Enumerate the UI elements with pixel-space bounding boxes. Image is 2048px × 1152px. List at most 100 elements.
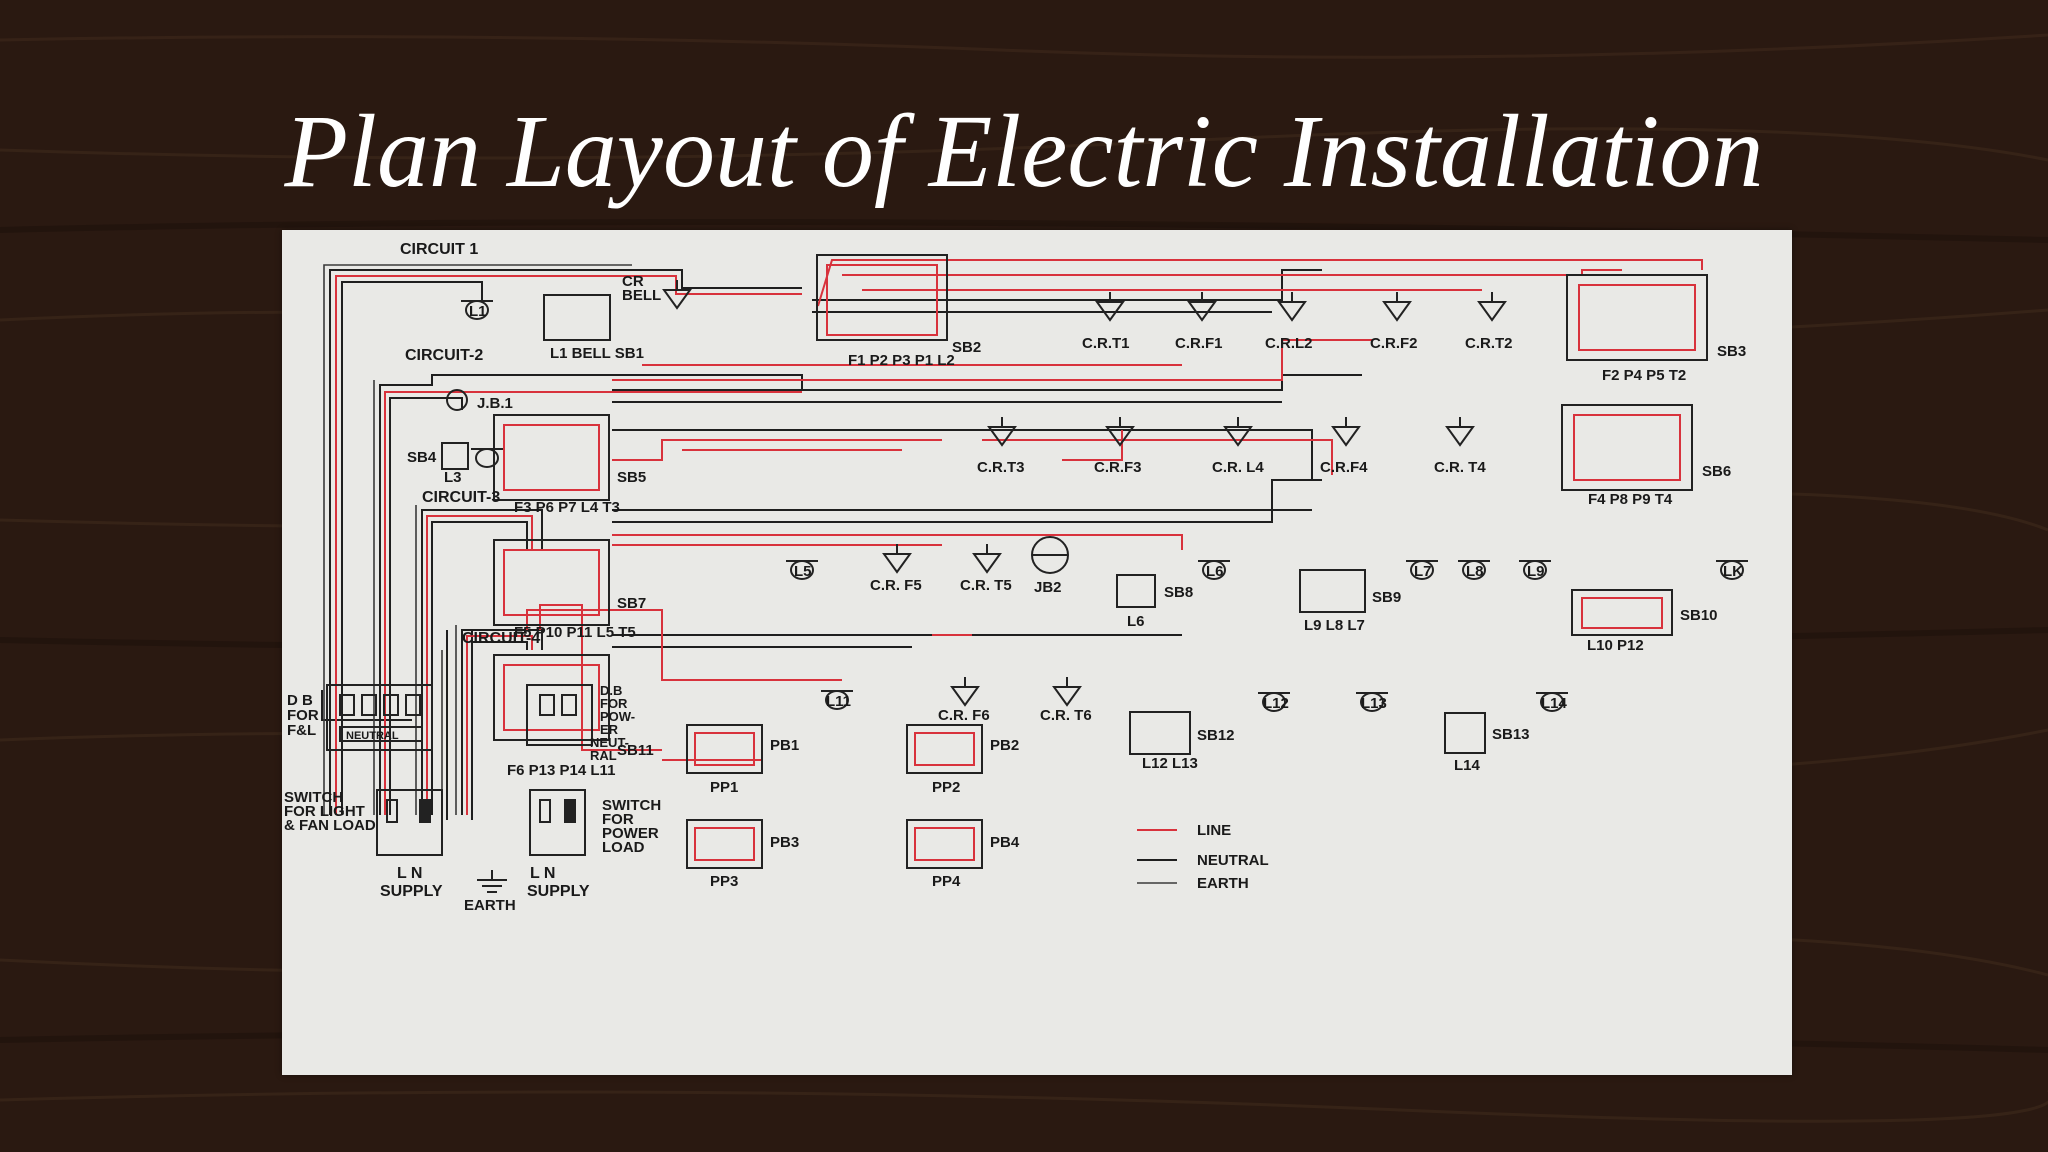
legend-earth-label: EARTH <box>1197 875 1249 892</box>
db-power-label-2: FOR <box>600 696 628 711</box>
db-power <box>526 684 593 746</box>
crf5-label: C.R. F5 <box>870 577 922 594</box>
switchboard-sb7 <box>493 539 610 626</box>
supply-2-ln: L N <box>530 865 555 882</box>
switchboard-sb6-inner <box>1573 414 1681 481</box>
cr-bell-label-2: BELL <box>622 287 661 304</box>
pp3-label: PP3 <box>710 873 738 890</box>
sb2-fuse-labels: F1 P2 P3 P1 L2 <box>848 352 955 369</box>
sb7-label: SB7 <box>617 595 646 612</box>
crt4-label: C.R. T4 <box>1434 459 1486 476</box>
l7-label: L7 <box>1414 563 1432 580</box>
lamp-l1-label: L1 <box>469 303 487 320</box>
sb4-label: SB4 <box>407 449 437 466</box>
sb8-label: SB8 <box>1164 584 1193 601</box>
l9-label: L9 <box>1527 563 1545 580</box>
sb7-fuse-labels: F5 P10 P11 L5 T5 <box>514 624 636 641</box>
switchboard-sb11 <box>493 654 610 741</box>
crt2-label: C.R.T2 <box>1465 335 1513 352</box>
switchboard-sb1 <box>543 294 611 341</box>
sb3-label: SB3 <box>1717 343 1746 360</box>
l14-switch-label: L14 <box>1454 757 1481 774</box>
power-board-pb3 <box>686 819 763 869</box>
switchboard-sb7-inner <box>503 549 600 616</box>
pp1-label: PP1 <box>710 779 738 796</box>
switchboard-sb6 <box>1561 404 1693 491</box>
switchboard-sb5 <box>493 414 610 501</box>
crf3-label: C.R.F3 <box>1094 459 1142 476</box>
l12-label: L12 <box>1263 695 1289 712</box>
sb9-fuse-labels: L9 L8 L7 <box>1304 617 1365 634</box>
switchboard-sb5-inner <box>503 424 600 491</box>
main-switch-power <box>529 789 586 856</box>
db-lighting <box>326 684 433 751</box>
sb12-label: SB12 <box>1197 727 1235 744</box>
sb3-fuse-labels: F2 P4 P5 T2 <box>1602 367 1686 384</box>
crf4-icon <box>1332 416 1360 446</box>
crf6-label: C.R. F6 <box>938 707 990 724</box>
power-board-pb1 <box>686 724 763 774</box>
supply-1-ln: L N <box>397 865 422 882</box>
sb5-label: SB5 <box>617 469 646 486</box>
l8-label: L8 <box>1466 563 1484 580</box>
crf2-label: C.R.F2 <box>1370 335 1418 352</box>
switchboard-sb9 <box>1299 569 1366 613</box>
switch-light-label-3: & FAN LOAD <box>284 817 376 834</box>
pb2-label: PB2 <box>990 737 1019 754</box>
l6-switch-label: L6 <box>1127 613 1145 630</box>
supply-1-label: SUPPLY <box>380 883 443 900</box>
switchboard-sb8 <box>1116 574 1156 608</box>
crt6-label: C.R. T6 <box>1040 707 1092 724</box>
l6-lamp-label: L6 <box>1206 563 1224 580</box>
db-fl-label-1: D B <box>287 692 313 709</box>
switch-power-label-3: POWER <box>602 825 659 842</box>
crf1-label: C.R.F1 <box>1175 335 1223 352</box>
switch-light-label-2: FOR LIGHT <box>284 803 365 820</box>
sb11-label: SB11 <box>617 742 654 759</box>
pb1-label: PB1 <box>770 737 799 754</box>
circuit-4-label: CIRCUIT-4 <box>462 630 540 647</box>
crt1-label: C.R.T1 <box>1082 335 1130 352</box>
main-switch-lighting <box>376 789 443 856</box>
pb4-label: PB4 <box>990 834 1020 851</box>
cr-bell-label-1: CR <box>622 273 644 290</box>
switchboard-sb2-inner <box>826 264 938 336</box>
junction-box-jb1 <box>446 389 468 411</box>
circuit-3-label: CIRCUIT-3 <box>422 489 500 506</box>
earth-label: EARTH <box>464 897 516 914</box>
sb13-label: SB13 <box>1492 726 1530 743</box>
sb6-label: SB6 <box>1702 463 1731 480</box>
circuit-1-label: CIRCUIT 1 <box>400 241 478 258</box>
wiring-diagram: CIRCUIT 1 L1 L1 BELL SB1 CR BELL SB2 F1 … <box>284 241 1749 914</box>
sb6-fuse-labels: F4 P8 P9 T4 <box>1588 491 1673 508</box>
diagram-photo: CIRCUIT 1 L1 L1 BELL SB1 CR BELL SB2 F1 … <box>282 230 1792 1075</box>
sb10-fuse-labels: L10 P12 <box>1587 637 1644 654</box>
crt4-icon <box>1446 416 1474 446</box>
sb11-fuse-labels: F6 P13 P14 L11 <box>507 762 615 779</box>
db-power-label-1: D.B <box>600 683 622 698</box>
supply-2-label: SUPPLY <box>527 883 590 900</box>
crt5-label: C.R. T5 <box>960 577 1012 594</box>
legend-neutral-label: NEUTRAL <box>1197 852 1269 869</box>
db-power-label-3: POW- <box>600 709 635 724</box>
pp4-label: PP4 <box>932 873 961 890</box>
crf6-icon <box>951 676 979 706</box>
sb5-fuse-labels: F3 P6 P7 L4 T3 <box>514 499 620 516</box>
l14-label: L14 <box>1541 695 1568 712</box>
crt2-icon <box>1478 291 1506 321</box>
db-fl-label-2: FOR <box>287 707 319 724</box>
l11-label: L11 <box>826 693 851 710</box>
db-power-label-5: NEUT- <box>590 735 629 750</box>
switchboard-sb10 <box>1571 589 1673 636</box>
crt3-label: C.R.T3 <box>977 459 1025 476</box>
legend-line-label: LINE <box>1197 822 1231 839</box>
sb2-label: SB2 <box>952 339 981 356</box>
switchboard-sb12 <box>1129 711 1191 755</box>
switchboard-sb13 <box>1444 712 1486 754</box>
pp2-label: PP2 <box>932 779 960 796</box>
crt6-icon <box>1053 676 1081 706</box>
crl4-label: C.R. L4 <box>1212 459 1264 476</box>
jb1-label: J.B.1 <box>477 395 513 412</box>
crf4-label: C.R.F4 <box>1320 459 1368 476</box>
switchboard-sb10-inner <box>1581 597 1663 629</box>
